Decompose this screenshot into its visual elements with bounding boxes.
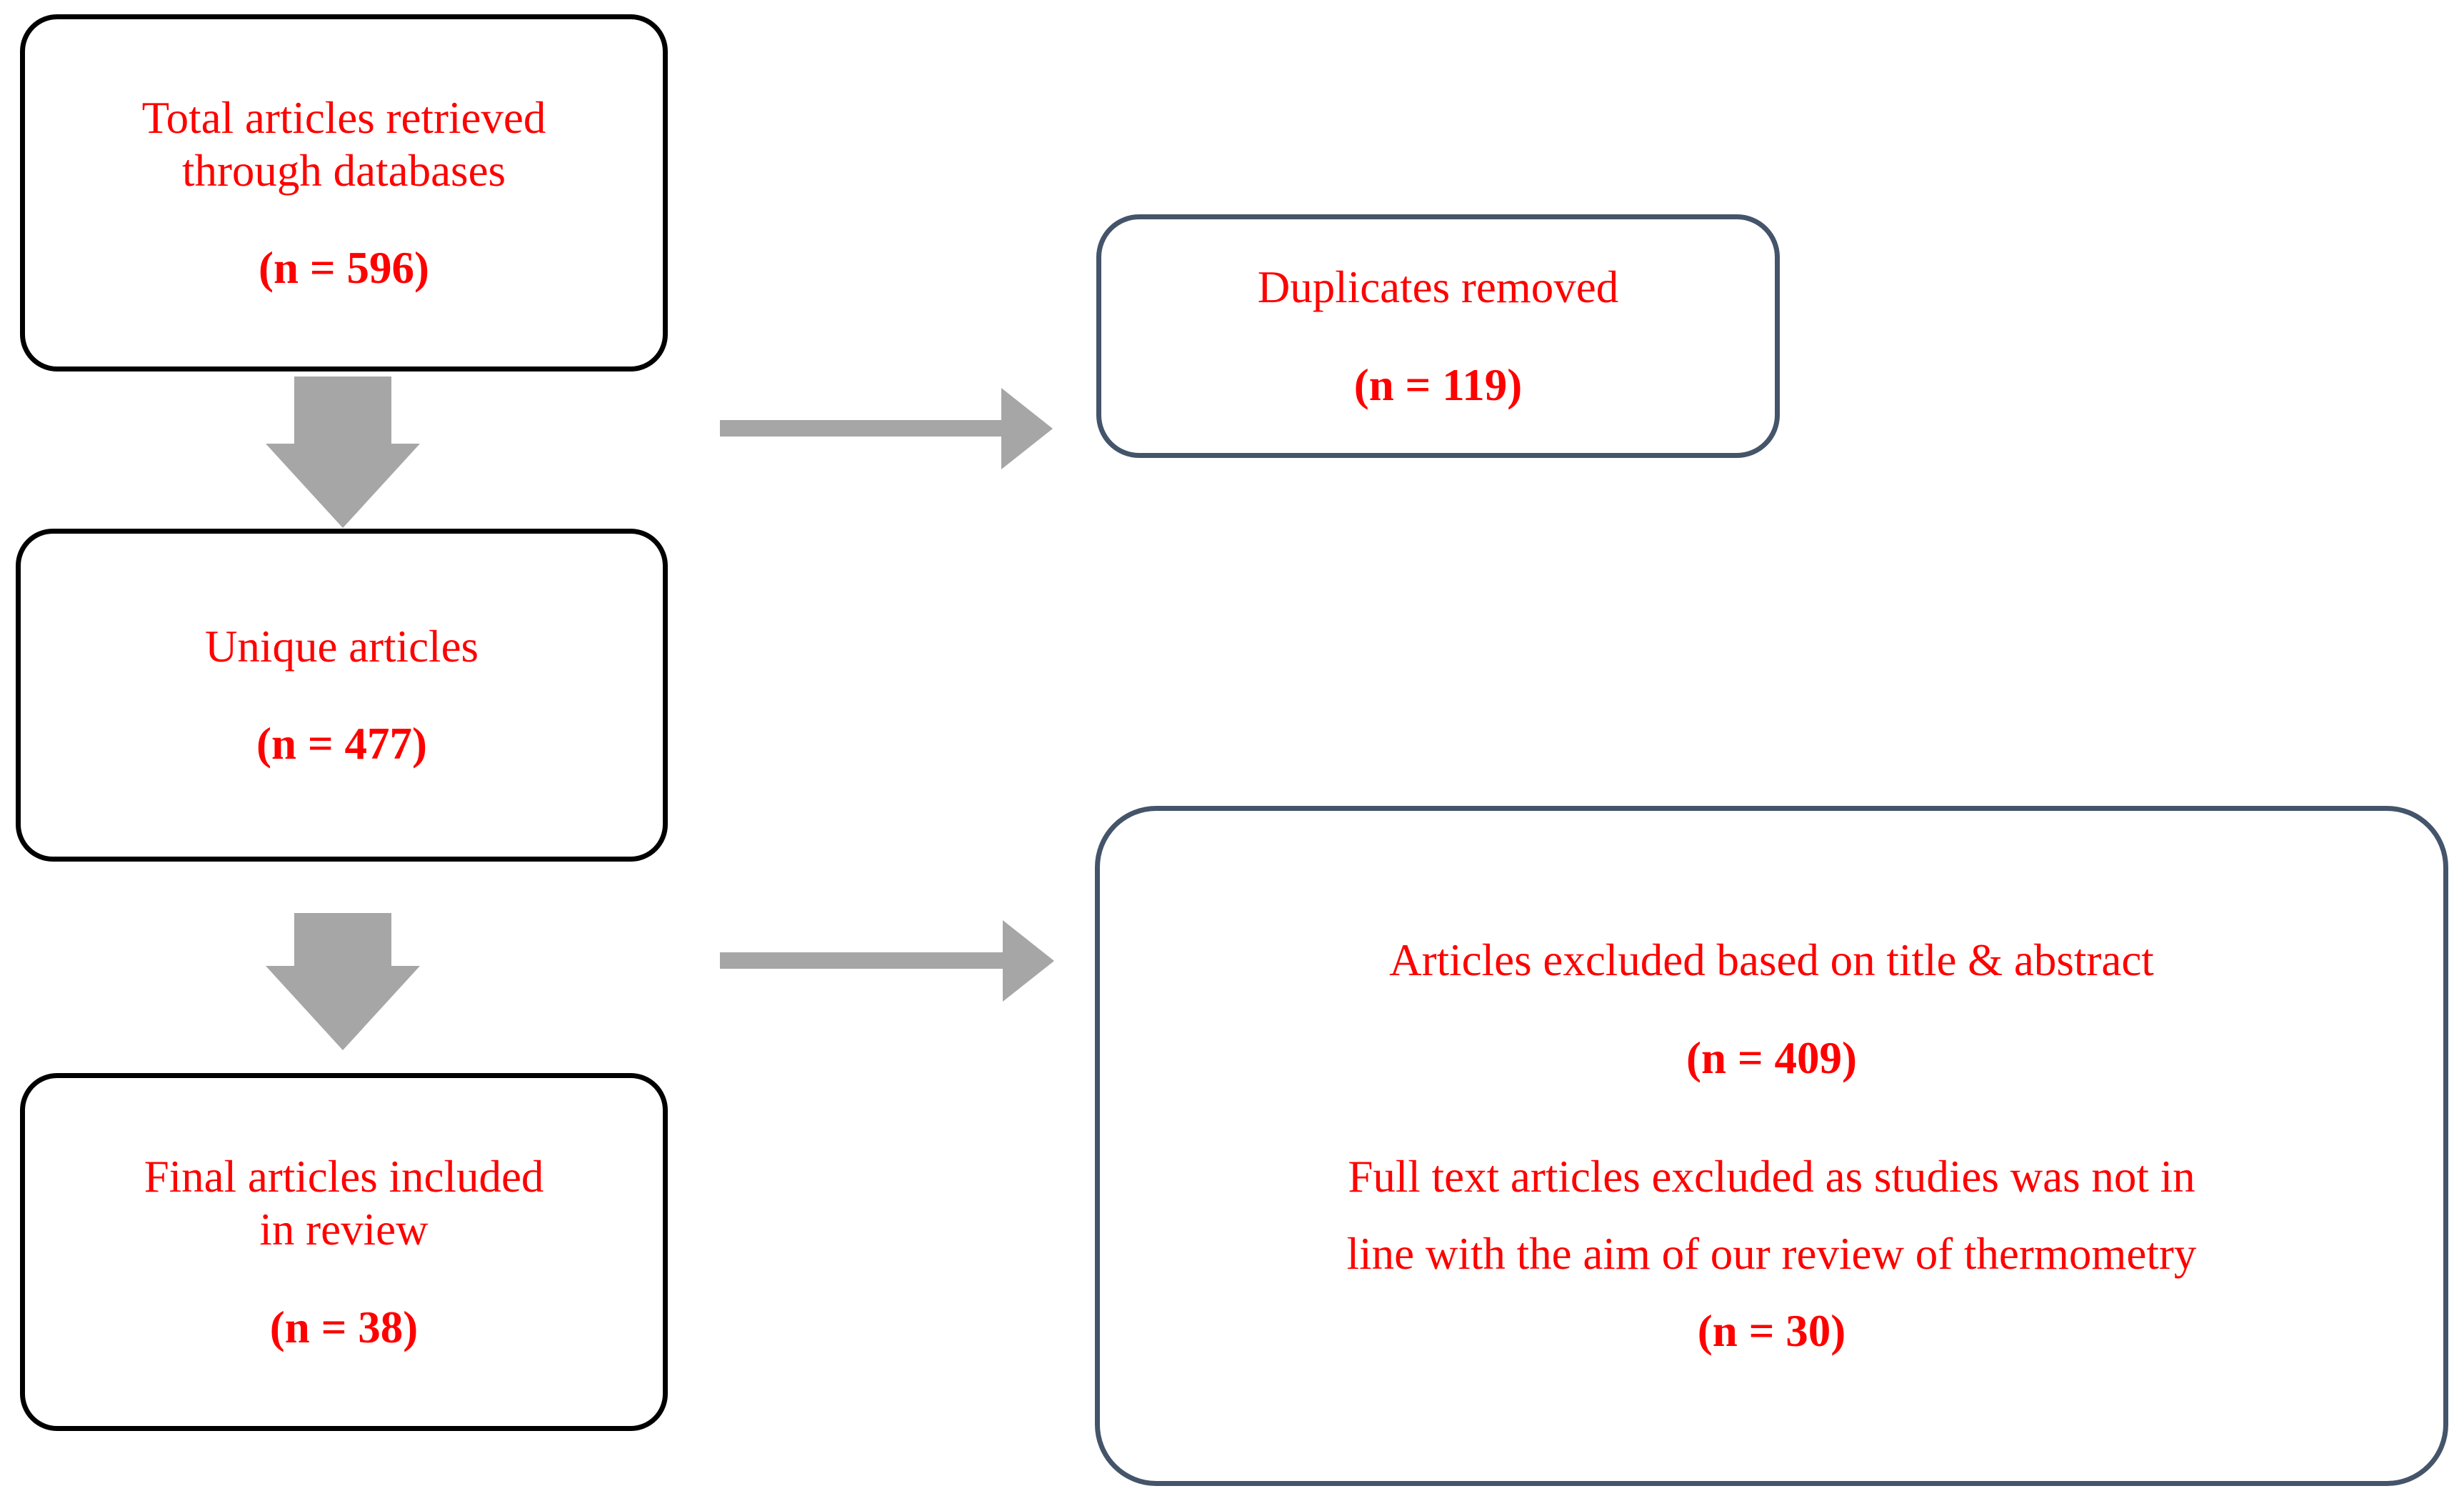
arrow-down-icon-unique-to-final [261, 913, 425, 1050]
node-label-line: Total articles retrieved [141, 92, 546, 143]
arrow-right-icon-unique-to-excluded [720, 920, 1056, 1002]
node-articles-excluded: Articles excluded based on title & abstr… [1095, 806, 2448, 1486]
node-final-articles-included: Final articles included in review (n = 3… [20, 1073, 668, 1431]
arrow-down-icon-retrieved-to-unique [261, 377, 425, 528]
node-unique-articles: Unique articles (n = 477) [16, 529, 668, 862]
node-label-line: Articles excluded based on title & abstr… [1389, 935, 2154, 986]
node-count: (n = 409) [1686, 1032, 1857, 1083]
arrow-right-icon-retrieved-to-duplicates [720, 388, 1053, 469]
node-label-line: in review [259, 1205, 429, 1255]
node-label-line: through databases [181, 145, 506, 196]
node-label-line: Duplicates removed [1257, 262, 1619, 313]
node-label-line: Final articles included [144, 1152, 544, 1202]
node-label-line: line with the aim of our review of therm… [1346, 1229, 2197, 1280]
node-total-articles-retrieved: Total articles retrieved through databas… [20, 14, 668, 371]
node-duplicates-removed: Duplicates removed (n = 119) [1096, 214, 1780, 458]
node-label-line: Unique articles [204, 621, 479, 672]
node-count: (n = 477) [256, 719, 427, 769]
node-count: (n = 596) [259, 243, 429, 294]
node-count: (n = 30) [1697, 1306, 1846, 1357]
node-count: (n = 119) [1353, 359, 1523, 410]
node-label-line: Full text articles excluded as studies w… [1348, 1151, 2195, 1202]
node-count: (n = 38) [269, 1302, 419, 1352]
